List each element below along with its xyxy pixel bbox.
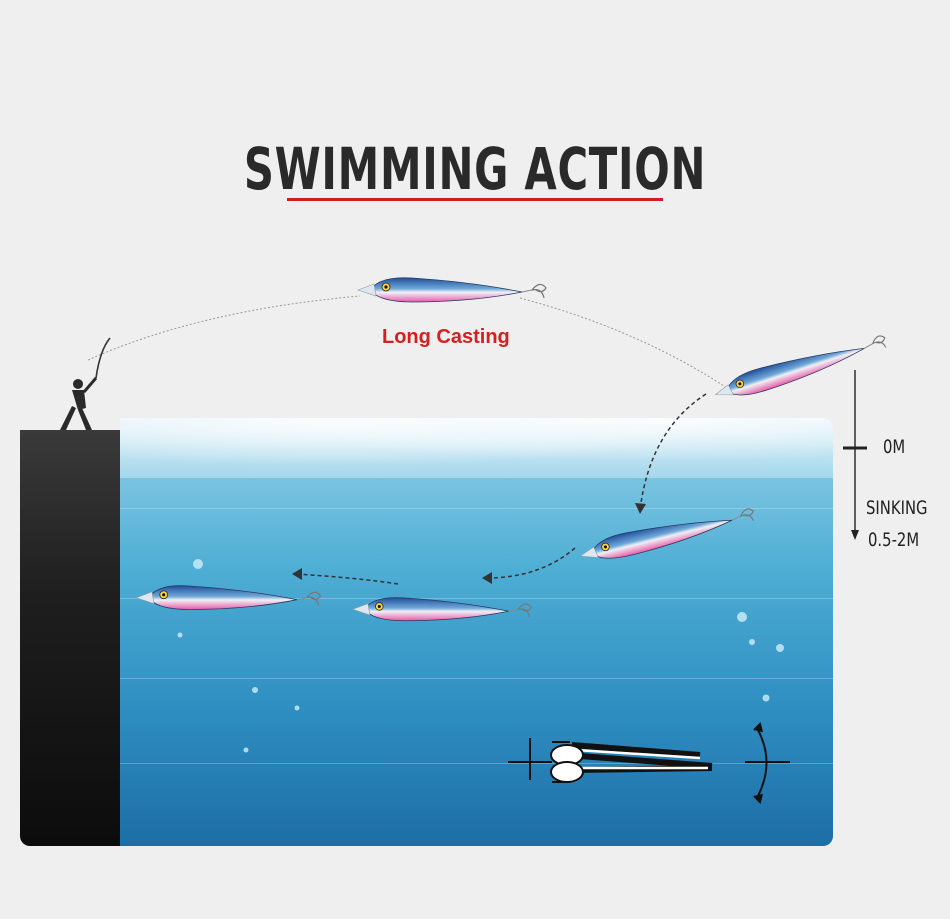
water-surface (120, 418, 833, 478)
dashed-arrow-icon (295, 393, 707, 585)
fishing-lure-icon (135, 585, 322, 611)
angler-silhouette-icon (60, 337, 111, 430)
page-title: SWIMMING ACTION (243, 135, 707, 203)
title-underline (287, 198, 663, 201)
fishing-lure-icon (352, 597, 532, 622)
depth-sinking-label: SINKING (866, 497, 928, 519)
water-stripe (120, 508, 833, 509)
fishing-lure-icon (711, 327, 890, 407)
depth-scale (843, 370, 867, 540)
depth-range-label: 0.5-2M (868, 529, 920, 551)
wobble-action-icon (508, 722, 790, 804)
fishing-lure-icon (357, 277, 547, 303)
depth-surface-label: 0M (883, 436, 906, 458)
water-stripe (120, 763, 833, 764)
cliff (20, 430, 120, 846)
water-body (120, 418, 833, 846)
long-casting-label: Long Casting (382, 326, 510, 348)
water-stripe (120, 598, 833, 599)
fishing-lure-icon (576, 501, 757, 568)
water-stripe (120, 678, 833, 679)
bubbles (177, 559, 784, 753)
